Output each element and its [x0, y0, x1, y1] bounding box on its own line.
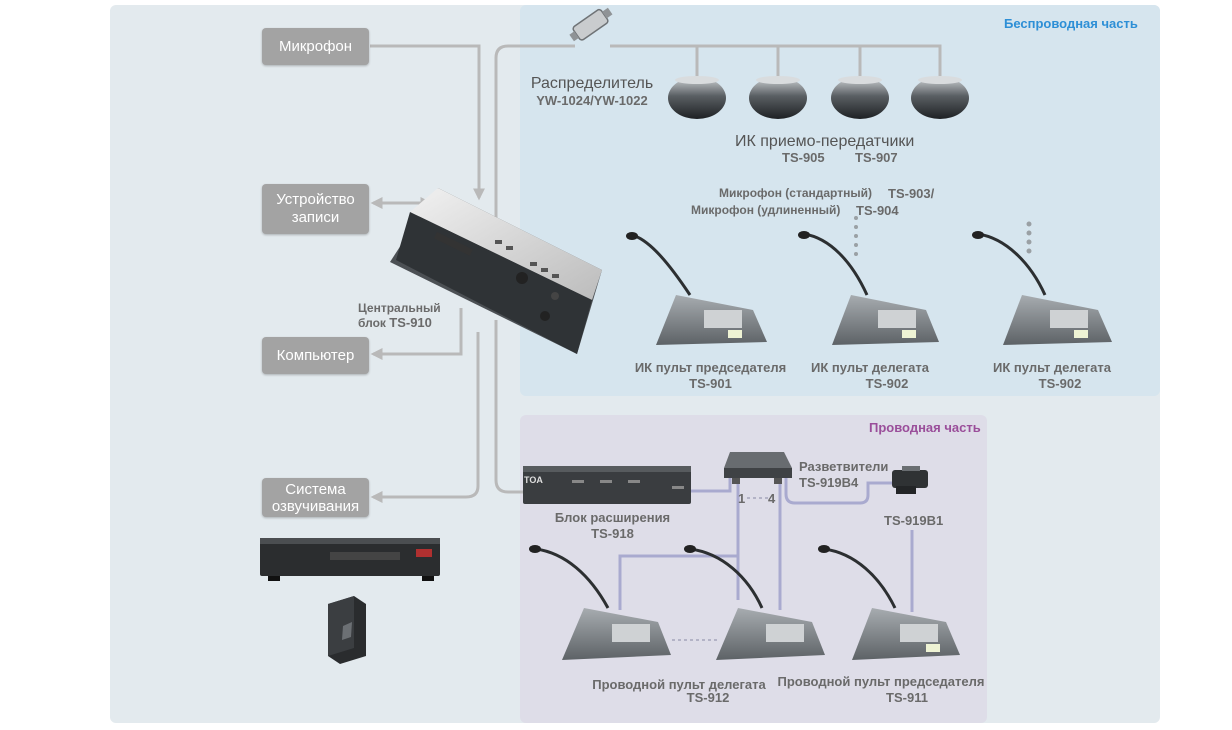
splitter-b1-device [892, 466, 928, 494]
expansion-brand: TOA [524, 475, 543, 485]
mic-standard-label: Микрофон (стандартный) [719, 186, 872, 200]
recorder-box: Устройство записи [262, 184, 369, 234]
line-mic-to-central [370, 44, 485, 201]
expansion-name: Блок расширения [554, 510, 671, 525]
splitter-b4-device [724, 452, 792, 484]
wired-delegate-unit-device-1 [529, 545, 671, 660]
mic-long-label: Микрофон (удлиненный) [691, 203, 841, 217]
ir-delegate-name-1: ИК пульт делегата [811, 360, 929, 375]
line-central-computer [370, 308, 463, 360]
central-unit-label-1: Центральный [358, 301, 441, 315]
sound-system-box-label-2: озвучивания [271, 497, 360, 515]
ir-transceiver-dome-2 [749, 76, 807, 119]
mic-long-model: TS-904 [856, 203, 899, 218]
mic-standard-model: TS-903/ [888, 186, 935, 201]
ir-delegate-unit-device-1 [798, 231, 939, 345]
central-unit-device [390, 188, 602, 354]
wired-delegate-model: TS-912 [686, 690, 730, 705]
ir-chairman-unit-device [626, 232, 767, 345]
line-central-sound [370, 332, 480, 503]
expansion-model: TS-918 [591, 526, 634, 541]
microphone-box-label: Микрофон [278, 37, 353, 55]
computer-box-label: Компьютер [276, 346, 355, 364]
wired-delegate-name: Проводной пульт делегата [592, 677, 766, 692]
wired-delegate-unit-device-2 [684, 545, 825, 660]
computer-box: Компьютер [262, 337, 369, 374]
expansion-unit-device [523, 466, 691, 504]
splitters-model: TS-919B4 [799, 475, 859, 490]
line-trunk [494, 44, 575, 238]
wired-chairman-name: Проводной пульт председателя [777, 674, 985, 689]
wired-section-title: Проводная часть [869, 420, 981, 435]
ir-chairman-name: ИК пульт председателя [634, 360, 787, 375]
ir-transceiver-model-2: TS-907 [855, 150, 898, 165]
distributor-model: YW-1024/YW-1022 [536, 93, 648, 108]
ir-transceiver-dome-1 [668, 76, 726, 119]
line-splitter-b1 [784, 476, 894, 505]
splitter-b1-model: TS-919B1 [884, 513, 944, 528]
recorder-box-label-2: записи [291, 209, 340, 226]
line-central-expansion [494, 320, 524, 494]
sound-system-box-label-1: Система [285, 480, 346, 498]
splitters-name: Разветвители [799, 459, 889, 474]
central-unit-label-2: блок TS-910 [358, 315, 432, 331]
central-unit-model: TS-910 [389, 315, 432, 330]
ir-transceiver-dome-4 [911, 76, 969, 119]
amplifier-device [260, 538, 440, 581]
splitter-port-last: 4 [768, 491, 776, 506]
ir-transceiver-model-1: TS-905 [782, 150, 825, 165]
distributor-device [569, 7, 613, 42]
recorder-box-label-1: Устройство [276, 191, 355, 208]
ir-transceivers-name: ИК приемо-передатчики [735, 133, 915, 150]
central-unit-label-block: блок [358, 316, 386, 330]
ir-transceiver-dome-3 [831, 76, 889, 119]
splitter-port-first: 1 [738, 491, 746, 506]
wired-chairman-model: TS-911 [886, 690, 928, 705]
line-splitter-port1 [618, 482, 740, 610]
line-distributor-domes [610, 44, 942, 78]
sound-system-box: Система озвучивания [262, 478, 369, 517]
ir-chairman-model: TS-901 [689, 376, 732, 391]
ir-delegate-model-2: TS-902 [1038, 376, 1082, 391]
line-expansion-splitter [690, 476, 732, 493]
distributor-name: Распределитель [530, 75, 654, 92]
speaker-device [328, 596, 366, 664]
wireless-section-title: Беспроводная часть [1004, 16, 1138, 31]
ir-delegate-name-2: ИК пульт делегата [993, 360, 1111, 375]
microphone-box: Микрофон [262, 28, 369, 65]
ir-delegate-model-1: TS-902 [865, 376, 909, 391]
wired-chairman-unit-device [818, 545, 960, 660]
ir-delegate-unit-device-2 [972, 231, 1112, 345]
